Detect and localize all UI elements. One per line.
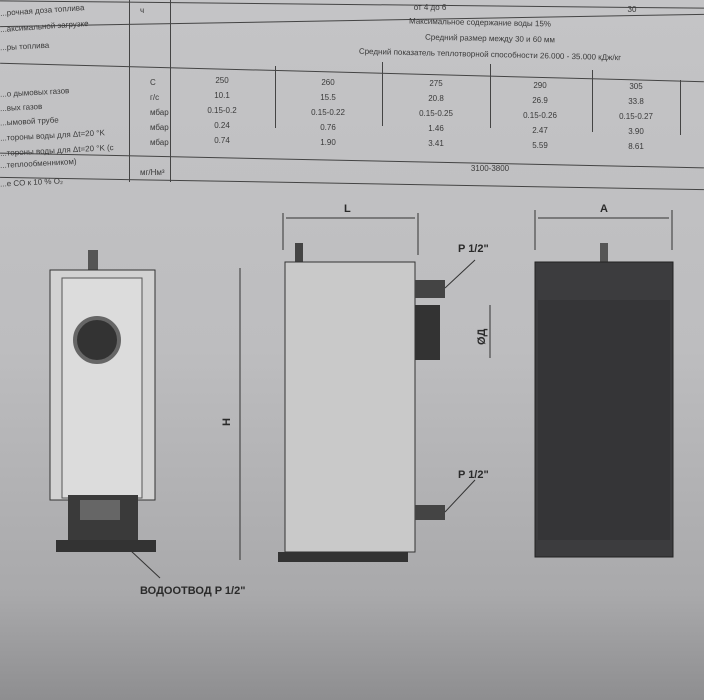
table-line — [275, 66, 276, 128]
cell: 305 — [629, 82, 643, 91]
dimension-A: A — [600, 203, 608, 215]
cell: 3100-3800 — [470, 164, 510, 173]
cell: 260 — [321, 77, 335, 87]
unit: мг/Нм³ — [140, 168, 165, 177]
table-line — [382, 62, 383, 126]
unit: ч — [140, 6, 145, 15]
unit: г/с — [150, 93, 160, 102]
unit: мбар — [150, 123, 169, 132]
cell: 33.8 — [628, 97, 644, 106]
cell: 15.5 — [320, 92, 336, 102]
cell: 3.90 — [628, 127, 644, 136]
back-view: A — [534, 203, 674, 558]
unit: мбар — [150, 108, 169, 117]
drain-label: ВОДООТВОД P 1/2" — [140, 585, 245, 597]
cell: 1.90 — [320, 137, 336, 147]
cell: 250 — [215, 76, 229, 85]
table-line — [592, 70, 593, 132]
cell: 5.59 — [532, 140, 548, 150]
unit: С — [150, 78, 156, 87]
table-line — [170, 0, 171, 182]
cell: 0.15-0.27 — [619, 112, 653, 121]
cell: 10.1 — [214, 91, 230, 100]
pipe-label-bottom: P 1/2" — [458, 469, 489, 481]
cell: 26.9 — [532, 95, 548, 105]
cell: 3.41 — [428, 139, 444, 148]
dimension-L: L — [344, 203, 351, 215]
table-line — [680, 80, 681, 135]
dimension-H: H — [221, 418, 233, 426]
table-line — [129, 0, 130, 182]
diameter-label: ØД — [476, 328, 488, 345]
cell: 1.46 — [428, 124, 444, 133]
cell: 0.15-0.26 — [523, 110, 557, 120]
cell: 20.8 — [428, 94, 444, 103]
cell: 0.24 — [214, 121, 230, 130]
cell: 0.74 — [214, 136, 230, 145]
cell: 8.61 — [628, 142, 644, 151]
cell: от 4 до 6 — [413, 3, 447, 12]
cell: 290 — [533, 80, 547, 90]
unit: мбар — [150, 138, 169, 147]
cell: 0.76 — [320, 122, 336, 132]
cell: 0.15-0.25 — [419, 109, 453, 118]
pipe-label-top: P 1/2" — [458, 243, 489, 255]
cell: 0.15-0.22 — [311, 107, 345, 117]
cell: 30 — [627, 5, 637, 14]
cell: 275 — [429, 79, 443, 88]
front-view — [49, 250, 156, 552]
cell: 2.47 — [532, 125, 548, 135]
cell: 0.15-0.2 — [207, 106, 237, 115]
table-line — [490, 64, 491, 128]
side-view: L H P 1/2" P 1/2" ØД — [221, 203, 491, 562]
